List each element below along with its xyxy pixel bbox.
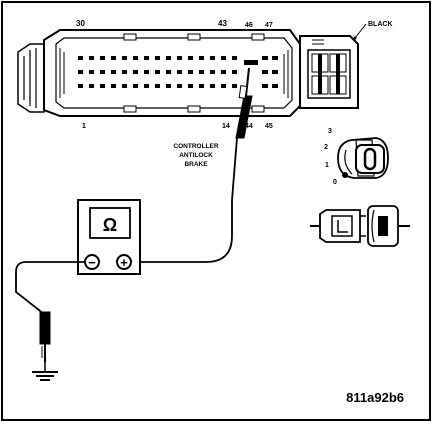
connector-pin [100,56,105,60]
connector-pin [188,84,193,88]
connector-pin [210,56,215,60]
connector-pin [272,70,278,74]
connector-pin [221,70,226,74]
connector-pin [133,70,138,74]
connector-pin [133,56,138,60]
connector-color-label: BLACK [368,21,393,28]
connector-pin [262,70,268,74]
black-leader-line [354,23,367,39]
connector-pin [111,70,116,74]
ohmmeter: Ω − + [77,199,141,275]
pin-label-46: 46 [245,22,253,29]
switch-position-marker [342,172,348,178]
connector-pin [199,56,204,60]
connector-pin [100,84,105,88]
connector-pin [155,70,160,74]
controller-label-line2: ANTILOCK [179,152,213,159]
connector-pin [166,56,171,60]
pin-label-1: 1 [82,123,86,130]
connector-pin [78,56,83,60]
connector-pin [177,70,182,74]
connector-pin [177,84,182,88]
connector-pin [221,56,226,60]
connector-pin [122,70,127,74]
connector-pin [144,84,149,88]
pin-label-47: 47 [265,22,273,29]
switch-position-3: 3 [328,128,332,135]
ohm-symbol: Ω [103,215,117,235]
pin-label-14: 14 [222,123,230,130]
meter-display [89,207,131,239]
figure-id: 811a92b6 [346,390,404,405]
connector-pin [221,84,226,88]
connector-pin [122,56,127,60]
connector-pin [78,84,83,88]
connector-pin [78,70,83,74]
connector-pin [133,84,138,88]
connector-pin [177,56,182,60]
connector-pin [166,84,171,88]
connector-pin [144,70,149,74]
controller-label-line1: CONTROLLER [173,143,218,150]
ground-symbol [32,362,58,381]
connector-pin [166,70,171,74]
connector-pin [272,56,278,60]
connector-pin [122,84,127,88]
connector-pin [272,84,278,88]
ignition-switch [337,137,389,179]
negative-test-lead [15,261,85,362]
pin-label-45: 45 [265,123,273,130]
connector-pin [89,84,94,88]
connector-pin [232,70,237,74]
connector-pin [232,84,237,88]
connector-pin [262,84,268,88]
connector-pin [155,56,160,60]
connector-pin [100,70,105,74]
switch-position-0: 0 [333,179,337,186]
controller-connector [17,29,359,117]
switch-position-1: 1 [325,162,329,169]
meter-negative-symbol: − [88,255,96,270]
connector-pin [188,70,193,74]
connector-pin [232,56,237,60]
connector-pin [199,70,204,74]
connector-pin [199,84,204,88]
meter-positive-terminal [116,254,132,270]
positive-test-lead [124,67,253,263]
pin-cavity-45 [244,60,258,65]
connector-pin-grid [78,56,278,88]
pin-label-44: 44 [245,123,253,130]
connector-pin [89,56,94,60]
connector-pin [188,56,193,60]
connector-pin [111,84,116,88]
connector-pin [111,56,116,60]
pin-label-30: 30 [76,19,85,28]
disconnected-connector-pair [310,205,410,247]
connector-pin [89,70,94,74]
connector-pin [155,84,160,88]
pin-label-43: 43 [218,19,227,28]
controller-label-line3: BRAKE [184,161,208,168]
connector-pin [210,70,215,74]
connector-pin [144,56,149,60]
connector-pin [262,56,268,60]
switch-position-2: 2 [324,144,328,151]
meter-positive-symbol: + [120,255,128,270]
connector-pin [210,84,215,88]
